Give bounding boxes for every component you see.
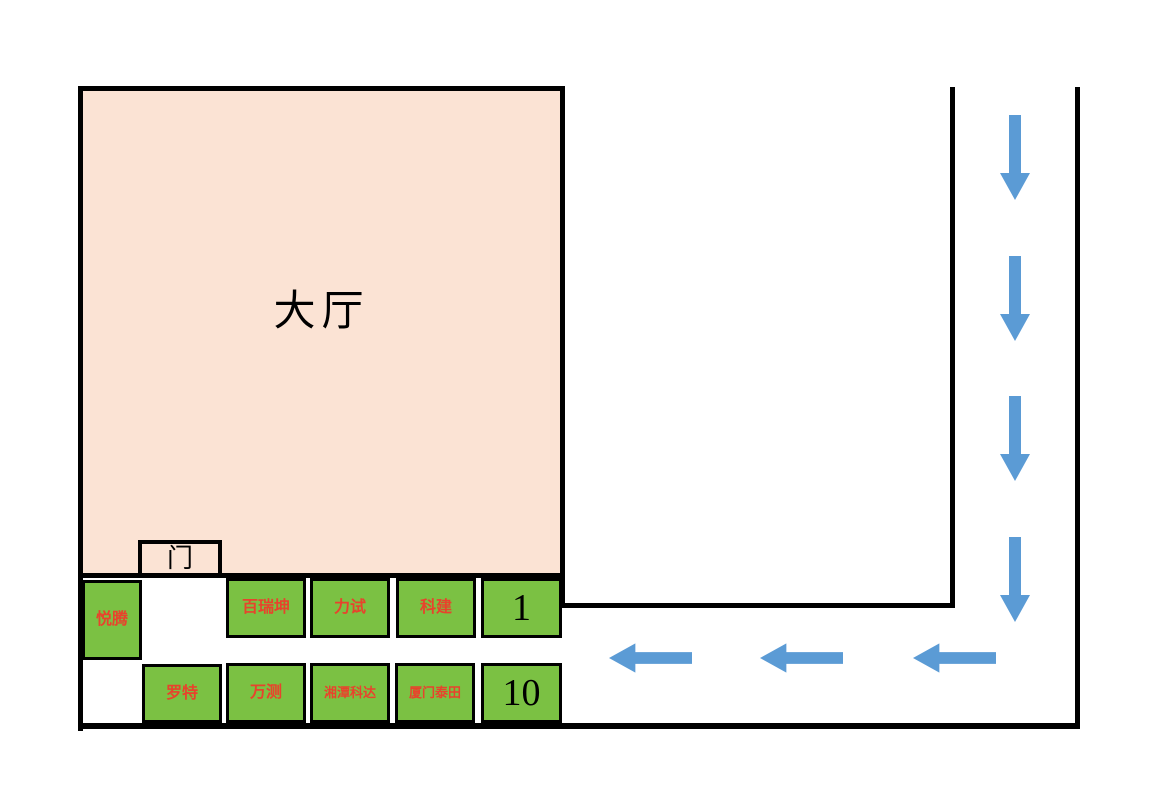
hall-label: 大厅 xyxy=(273,289,370,335)
wall-hall-right-extension xyxy=(560,577,565,608)
left-arrow-icon xyxy=(913,643,996,673)
booth-lishi: 力试 xyxy=(310,578,390,638)
wall-bottom-outer xyxy=(78,723,1080,729)
booth-label: 湘潭科达 xyxy=(323,684,376,700)
booth-bairuikun: 百瑞坤 xyxy=(226,578,306,638)
booth-label: 百瑞坤 xyxy=(241,599,290,617)
wall-left-outer xyxy=(78,86,83,731)
wall-corridor-left xyxy=(950,87,955,608)
booth-number-1: 1 xyxy=(481,578,562,638)
down-arrow-icon xyxy=(1000,396,1030,481)
booth-luote: 罗特 xyxy=(142,664,222,723)
down-arrow-icon xyxy=(1000,256,1030,341)
door-label: 门 xyxy=(166,544,193,573)
left-arrow-icon xyxy=(760,643,843,673)
wall-right-outer xyxy=(1075,87,1080,729)
wall-inner-horizontal xyxy=(560,603,955,608)
left-arrow-icon xyxy=(609,643,692,673)
booth-kejian: 科建 xyxy=(396,578,476,638)
hall-room: 大厅 xyxy=(78,86,565,578)
door: 门 xyxy=(138,540,222,578)
booth-number-label: 1 xyxy=(512,587,531,629)
booth-wance: 万测 xyxy=(226,663,306,723)
booth-label: 科建 xyxy=(419,599,452,617)
booth-number-label: 10 xyxy=(502,672,541,714)
booth-xiangtankeda: 湘潭科达 xyxy=(310,663,390,723)
booth-label: 万测 xyxy=(249,684,282,702)
booth-label: 力试 xyxy=(333,599,366,617)
booth-label: 悦腾 xyxy=(95,611,128,629)
booth-xiamentaitian: 厦门泰田 xyxy=(395,663,475,723)
booth-label: 罗特 xyxy=(165,684,198,702)
down-arrow-icon xyxy=(1000,537,1030,622)
booth-yueteng: 悦腾 xyxy=(82,580,142,660)
down-arrow-icon xyxy=(1000,115,1030,200)
booth-number-10: 10 xyxy=(481,663,562,723)
booth-label: 厦门泰田 xyxy=(408,684,461,700)
